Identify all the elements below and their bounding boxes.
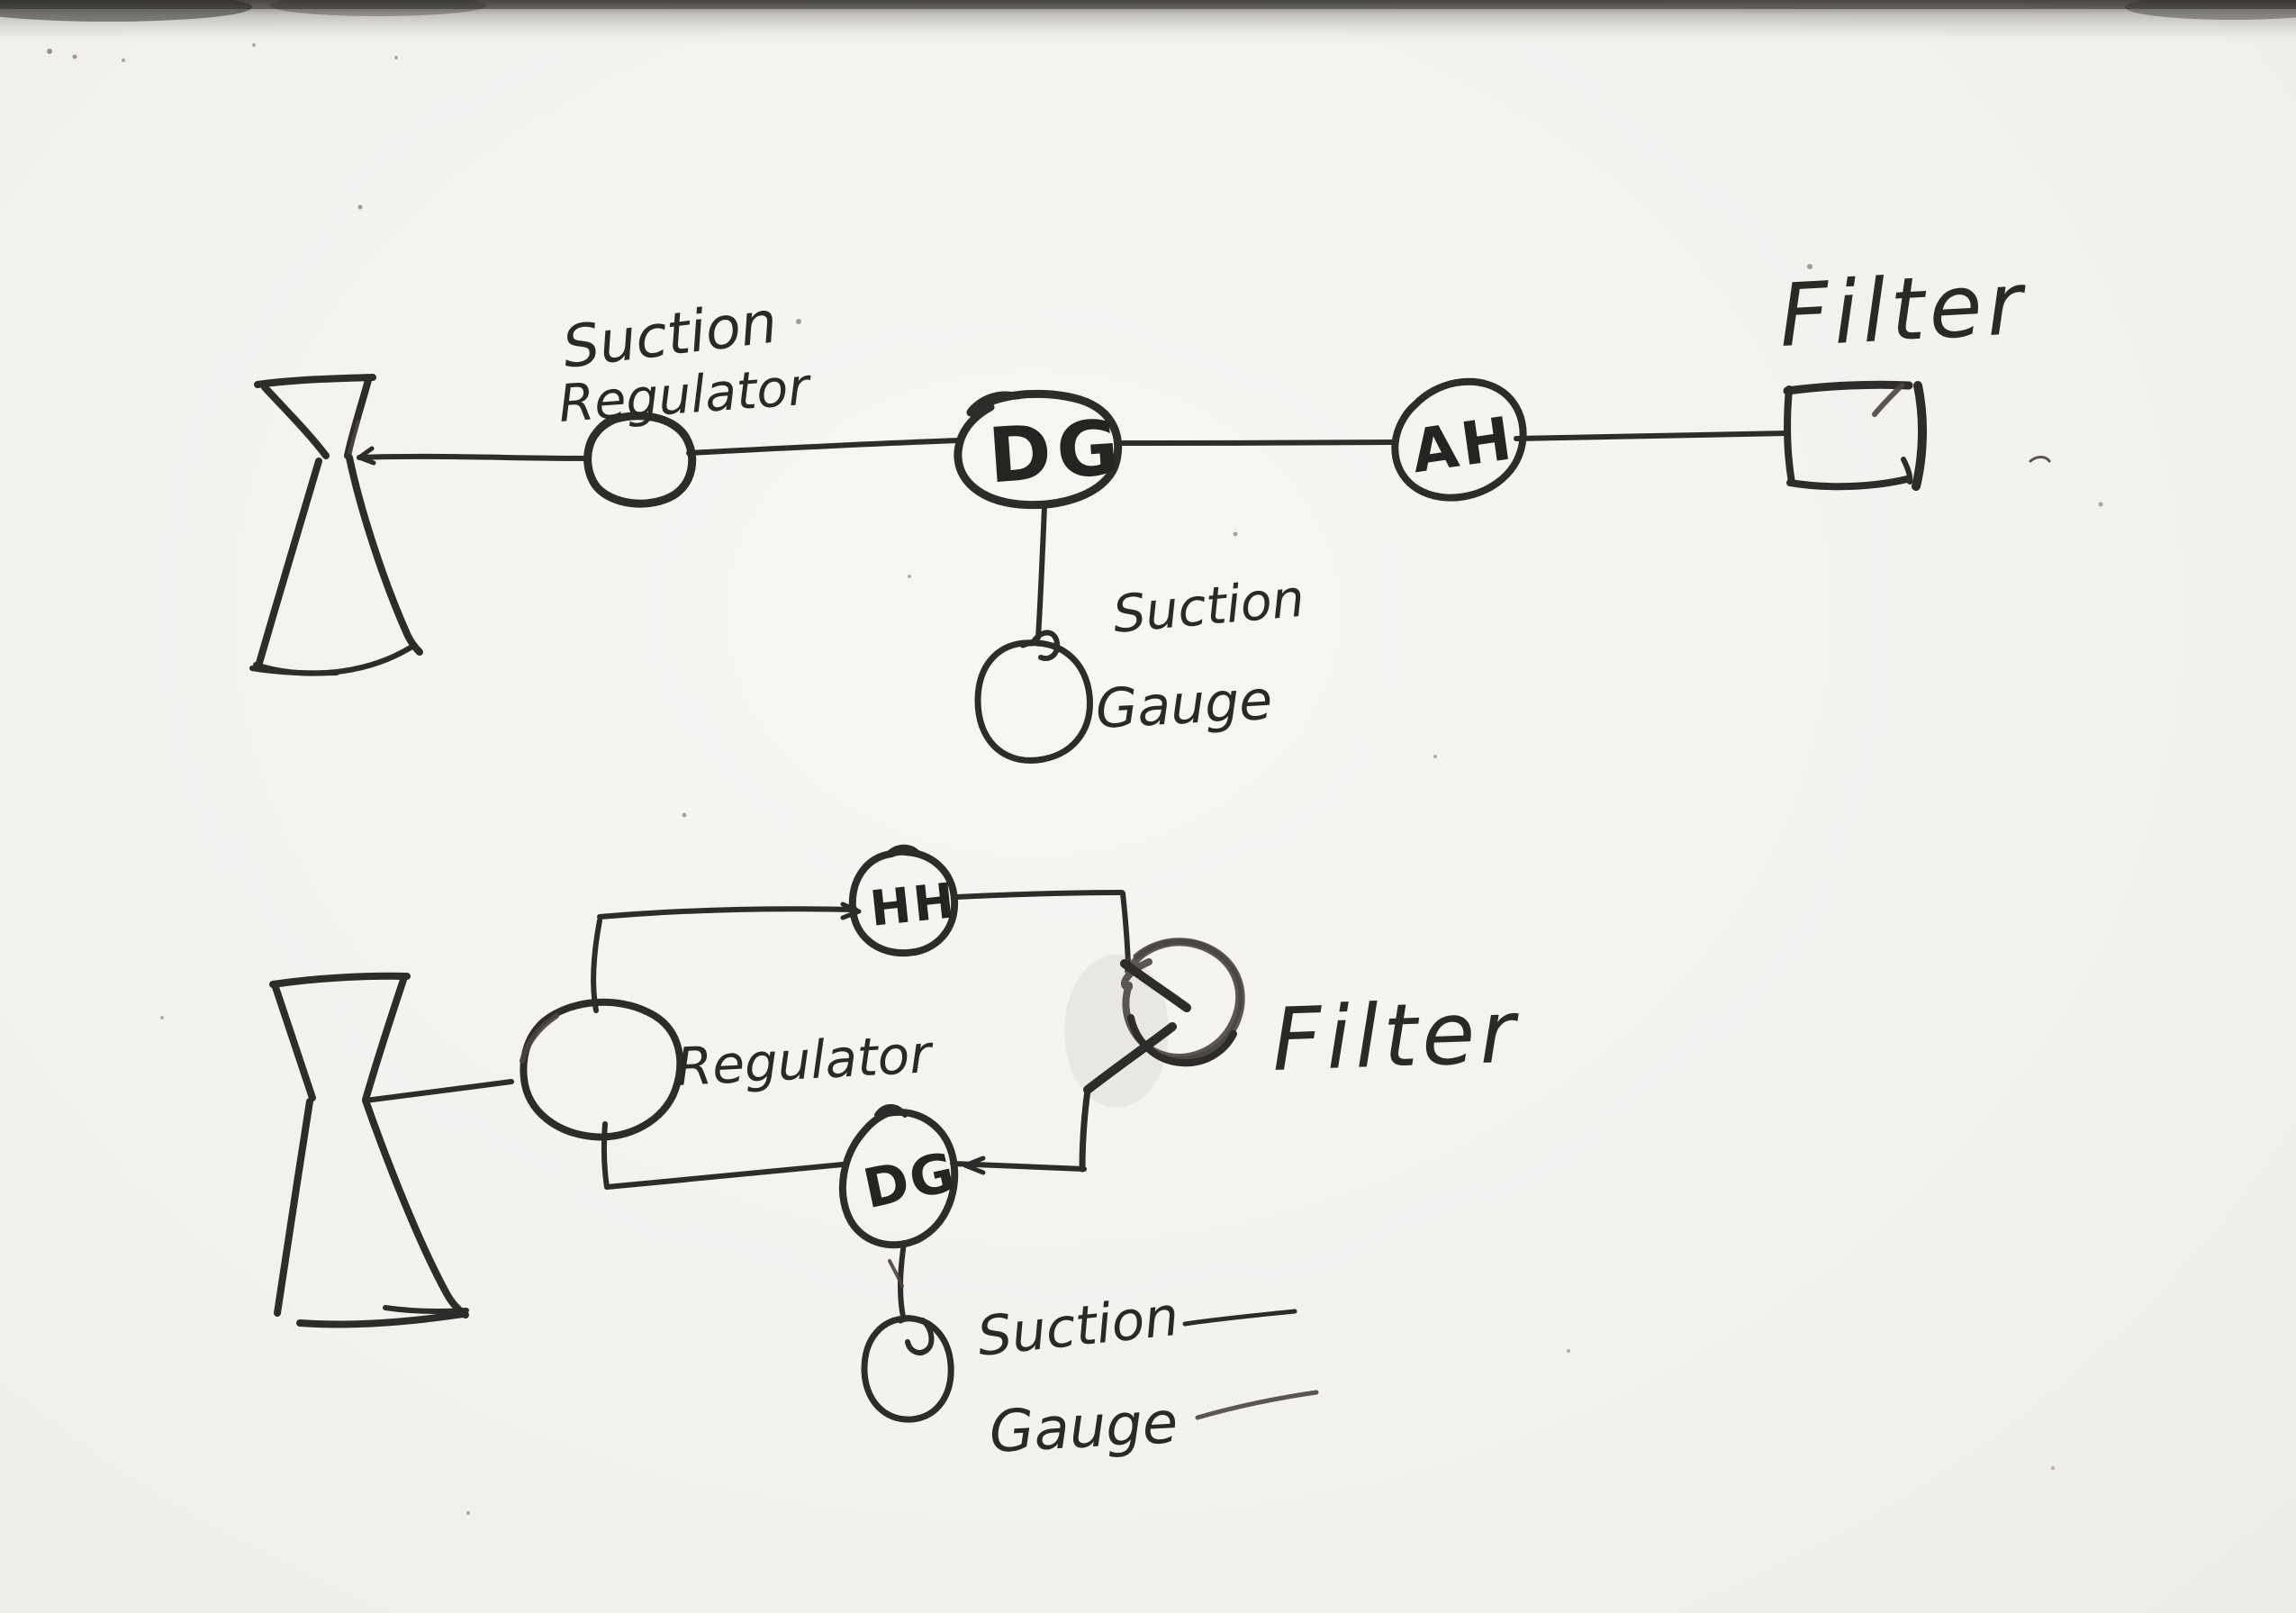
suction-regulator-node xyxy=(583,412,697,508)
filter-label-bottom: Filter xyxy=(1270,981,1522,1091)
scan-edge-top xyxy=(0,0,2296,41)
gauge-drop-line-bottom xyxy=(888,1240,907,1319)
hh-node xyxy=(848,844,959,957)
gauge-drop-line xyxy=(1035,503,1047,640)
ejector-icon xyxy=(249,374,423,676)
bottom-diagram: Regulator HH Filter xyxy=(269,844,1522,1466)
handwriting-tail xyxy=(1195,1390,1319,1420)
handwriting-dash xyxy=(1182,1309,1297,1327)
pipe-line xyxy=(357,430,1790,461)
regulator-label: Regulator xyxy=(674,1023,936,1098)
suction-gauge-label-bottom-line1: Suction xyxy=(974,1285,1181,1369)
pipe-line-top-branch xyxy=(591,890,1131,1013)
dg-label: DG xyxy=(986,403,1127,500)
suction-gauge-icon xyxy=(974,630,1093,764)
paper-specks xyxy=(47,43,2103,1515)
top-diagram: Suction Regulator DG Suction Gauge AH xyxy=(249,253,2029,764)
pipe-line-bottom-branch xyxy=(601,1121,1087,1190)
hh-label: HH xyxy=(867,872,959,938)
filter-circle-icon xyxy=(1064,938,1245,1173)
suction-gauge-icon-bottom xyxy=(861,1315,954,1423)
ah-label: AH xyxy=(1407,403,1519,486)
ah-node xyxy=(1391,377,1527,502)
ejector-icon-bottom xyxy=(269,972,469,1328)
suction-gauge-label-line2: Gauge xyxy=(1094,669,1274,741)
filter-label-top: Filter xyxy=(1776,253,2029,367)
dg-node-bottom xyxy=(838,1104,959,1249)
suction-gauge-label-bottom-line2: Gauge xyxy=(988,1390,1180,1466)
suction-gauge-label-line1: Suction xyxy=(1110,569,1306,645)
filter-box-icon xyxy=(1783,380,1928,491)
dg-node xyxy=(954,389,1123,510)
pipe-line-bottom-inlet xyxy=(363,1079,514,1103)
regulator-node xyxy=(520,998,684,1141)
